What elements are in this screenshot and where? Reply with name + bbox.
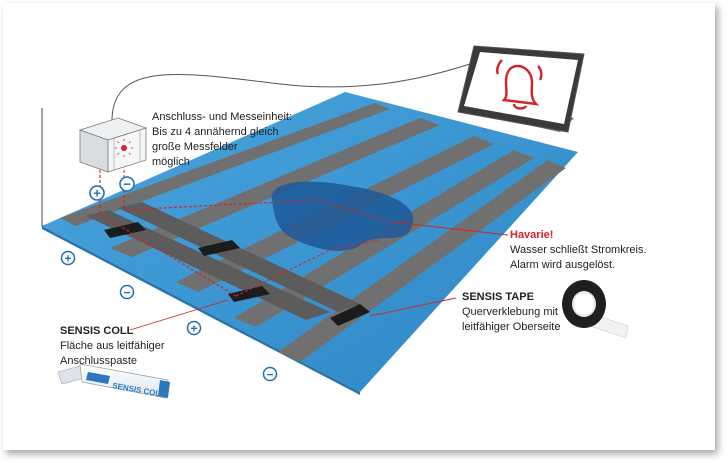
- tape-pad-3: [228, 286, 270, 302]
- leader-sensis-coll: [129, 299, 229, 331]
- havarie-label: Havarie! Wasser schließt Stromkreis. Ala…: [510, 228, 647, 273]
- cross-strip-1: [86, 210, 330, 320]
- measuring-unit-line2: Bis zu 4 annähernd gleich: [152, 126, 279, 138]
- measuring-unit-line4: möglich: [152, 156, 190, 168]
- edge-plus-symbol-2: +: [190, 322, 197, 336]
- sensis-coll-title: SENSIS COLL: [60, 325, 134, 337]
- leader-havarie: [391, 221, 509, 236]
- sensis-coll-label: SENSIS COLL Fläche aus leitfähiger Ansch…: [60, 324, 165, 369]
- edge-sign-minus-2: −: [262, 366, 278, 382]
- measuring-unit-label: Anschluss- und Messeinheit: Bis zu 4 ann…: [152, 110, 292, 170]
- cross-strip-2: [118, 202, 360, 312]
- edge-plus-symbol-1: +: [64, 252, 71, 266]
- tape-roll-icon: [562, 280, 629, 339]
- edge-minus-symbol-2: −: [266, 368, 273, 382]
- havarie-line2: Alarm wird ausgelöst.: [510, 259, 616, 271]
- edge-sign-minus-1: −: [119, 284, 135, 300]
- sensis-coll-line1: Fläche aus leitfähiger: [60, 340, 165, 352]
- sensis-tape-label: SENSIS TAPE Querverklebung mit leitfähig…: [462, 290, 560, 335]
- terminal-minus: −: [119, 176, 135, 192]
- alarm-bell-icon: [496, 59, 543, 110]
- edge-minus-symbol-1: −: [123, 286, 130, 300]
- tape-pad-4: [330, 304, 370, 326]
- tape-pad-1: [104, 222, 146, 238]
- sensis-tape-line2: leitfähiger Oberseite: [462, 321, 561, 333]
- havarie-title: Havarie!: [510, 229, 554, 241]
- strip-2: [110, 118, 440, 257]
- sensis-tape-title: SENSIS TAPE: [462, 291, 534, 303]
- leader-sensis-tape: [369, 297, 457, 317]
- sensis-coll-line2: Anschlusspaste: [60, 355, 138, 367]
- alarm-led-icon: [121, 145, 127, 151]
- terminal-minus-symbol: −: [123, 177, 131, 192]
- water-puddle: [271, 181, 414, 251]
- tape-pads: [104, 222, 370, 326]
- leader-lines: [129, 221, 509, 331]
- connection-cable: [111, 63, 471, 125]
- edge-sign-plus-2: +: [186, 320, 202, 336]
- edge-sign-plus-1: +: [60, 250, 76, 266]
- paste-tube-icon: SENSIS COLL: [57, 363, 170, 399]
- measuring-unit-line3: große Messfelder: [152, 141, 238, 153]
- terminal-plus: +: [89, 185, 105, 201]
- measuring-unit: [78, 117, 148, 173]
- alarm-tablet: [457, 45, 585, 133]
- strip-1: [60, 103, 390, 226]
- cross-strips: [86, 202, 360, 320]
- tape-pad-2: [198, 240, 240, 256]
- havarie-line1: Wasser schließt Stromkreis.: [510, 244, 647, 256]
- sensis-tape-line1: Querverklebung mit: [462, 306, 558, 318]
- measuring-unit-line1: Anschluss- und Messeinheit:: [152, 111, 293, 123]
- terminal-plus-symbol: +: [93, 186, 101, 201]
